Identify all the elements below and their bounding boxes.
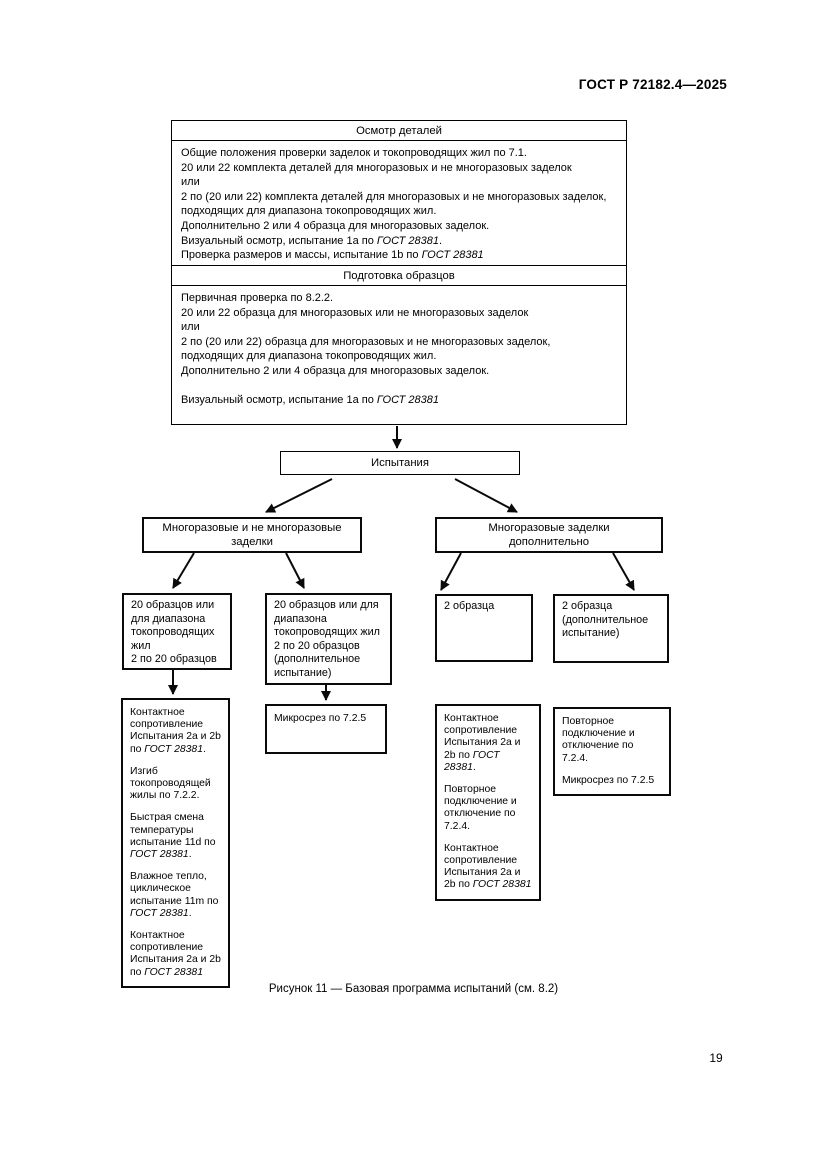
test-list-box-3: Контактное сопротивление Испытания 2a и …: [435, 704, 541, 901]
document-header: ГОСТ Р 72182.4—2025: [578, 77, 727, 92]
arrow-branchright-to-box4: [612, 552, 635, 591]
arrow-branchright-to-box3: [440, 552, 462, 591]
arrow-tests-to-branch-right: [454, 478, 518, 513]
inspection-body-box: Общие положения проверки заделок и токоп…: [171, 140, 627, 266]
arrow-branchleft-to-box2: [285, 552, 305, 589]
page-number: 19: [709, 1051, 723, 1065]
arrow-tests-to-branch-left: [265, 478, 333, 513]
inspection-title-box: Осмотр деталей: [171, 120, 627, 141]
arrow-branchleft-to-box1: [172, 552, 195, 589]
samples-box-3: 2 образца: [435, 594, 533, 662]
tests-box: Испытания: [280, 451, 520, 475]
preparation-title-box: Подготовка образцов: [171, 265, 627, 286]
test-list-box-2: Микросрез по 7.2.5: [265, 704, 387, 754]
test-list-box-1: Контактное сопротивление Испытания 2a и …: [121, 698, 230, 988]
preparation-body-box: Первичная проверка по 8.2.2.20 или 22 об…: [171, 285, 627, 425]
figure-caption: Рисунок 11 — Базовая программа испытаний…: [268, 983, 559, 995]
test-list-box-4: Повторное подключение и отключение по 7.…: [553, 707, 671, 797]
